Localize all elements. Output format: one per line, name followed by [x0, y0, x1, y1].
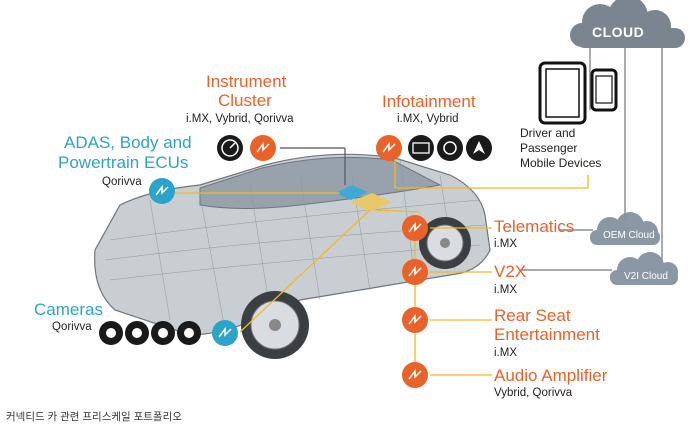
infotainment-chips: i.MX, Vybrid [397, 113, 459, 125]
tablet-icon [538, 61, 587, 125]
oem-cloud-label: OEM Cloud [603, 230, 655, 241]
cameras-chips: Qorivva [52, 321, 92, 333]
chip-icon-rear-seat [402, 307, 428, 333]
adas-chips: Qorivva [102, 176, 142, 188]
camera-lens-icon [99, 321, 123, 345]
chip-icon-adas [149, 178, 175, 204]
car-illustration [94, 153, 491, 359]
camera-lens-icon [177, 321, 201, 345]
telematics-title: Telematics [494, 217, 575, 236]
mobile-devices-label-line2: Passenger [520, 141, 578, 155]
rear-seat-title-line1: Rear Seat [494, 306, 571, 325]
main-cloud-label: CLOUD [592, 24, 645, 40]
infotainment-title: Infotainment [382, 92, 476, 111]
rear-seat-title-line2: Entertainment [494, 325, 600, 344]
radio-icon [408, 135, 434, 161]
instrument-cluster-title-line2: Cluster [218, 91, 272, 110]
adas-title-line1: ADAS, Body and [64, 133, 192, 152]
adas-title-line2: Powertrain ECUs [58, 153, 189, 172]
v2x-title: V2X [494, 262, 527, 281]
mobile-devices-label-line3: Mobile Devices [520, 156, 602, 170]
chip-icon-instrument [250, 135, 276, 161]
speedometer-icon [217, 135, 243, 161]
v2i-cloud-label: V2I Cloud [624, 271, 668, 282]
rear-seat-chips: i.MX [494, 347, 517, 359]
instrument-cluster-title-line1: Instrument [206, 72, 287, 91]
audio-amplifier-title: Audio Amplifier [494, 366, 608, 385]
mobile-devices-label-line1: Driver and [520, 126, 576, 140]
navigation-icon [466, 135, 492, 161]
oem-cloud [590, 212, 660, 245]
chip-icon-infotainment [376, 135, 402, 161]
media-disc-icon [437, 135, 463, 161]
v2x-chips: i.MX [494, 284, 517, 296]
phone-icon [590, 68, 618, 112]
v2i-cloud [610, 252, 678, 285]
chip-icon-v2x [402, 259, 428, 285]
chip-icon-cameras [212, 320, 238, 346]
figure-caption: 커넥티드 카 관련 프리스케일 포트폴리오 [6, 411, 182, 423]
camera-lens-icon [151, 321, 175, 345]
cameras-title: Cameras [34, 300, 103, 319]
audio-amplifier-chips: Vybrid, Qorivva [494, 387, 573, 399]
camera-lens-icon [125, 321, 149, 345]
main-cloud [570, 0, 685, 48]
chip-icon-audio [402, 362, 428, 388]
telematics-chips: i.MX [494, 238, 517, 250]
instrument-cluster-chips: i.MX, Vybrid, Qorivva [186, 113, 294, 125]
chip-icon-telematics [402, 215, 428, 241]
